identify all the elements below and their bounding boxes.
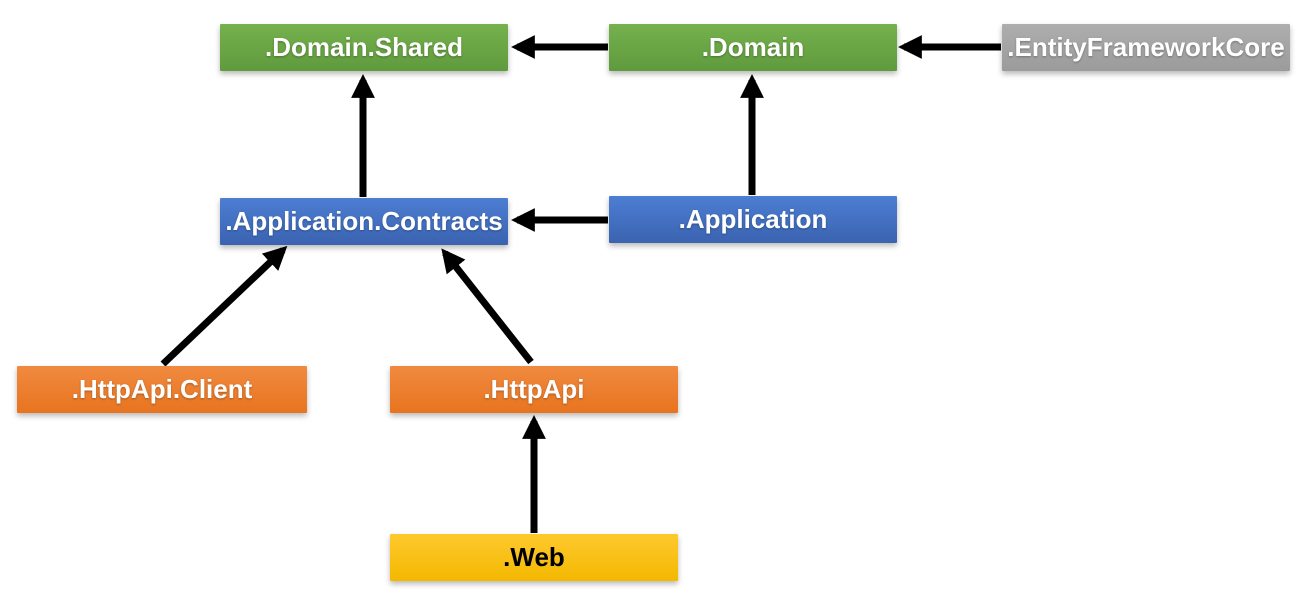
node-http-api-client: .HttpApi.Client [17,366,307,413]
node-domain: .Domain [609,24,897,71]
node-web-label: .Web [503,542,565,572]
node-application-contracts-label: .Application.Contracts [225,206,503,236]
node-domain-label: .Domain [701,32,805,62]
node-application: .Application [609,196,897,243]
node-domain-shared-label: .Domain.Shared [265,32,463,62]
node-web: .Web [390,534,678,581]
node-http-api-client-label: .HttpApi.Client [71,374,253,404]
node-domain-shared: .Domain.Shared [220,24,508,71]
node-application-contracts: .Application.Contracts [220,198,508,245]
node-entity-framework-core-label: .EntityFrameworkCore [1007,32,1285,62]
node-http-api-label: .HttpApi [483,374,585,404]
node-entity-framework-core: .EntityFrameworkCore [1002,24,1290,71]
node-http-api: .HttpApi [390,366,678,413]
node-application-label: .Application [678,204,828,234]
arrow-httpapi-to-application-contracts [441,248,534,365]
arrow-httpapi-client-to-application-contracts [160,245,288,367]
